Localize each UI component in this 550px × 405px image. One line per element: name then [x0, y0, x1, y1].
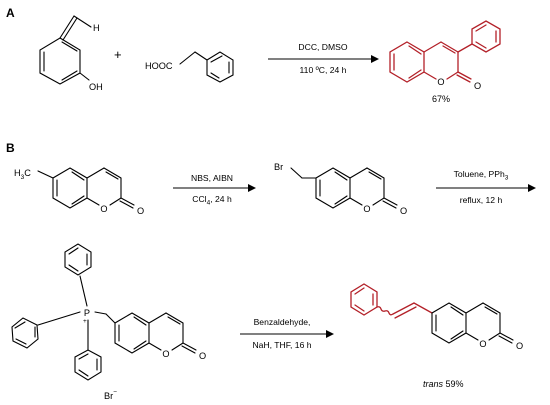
- bromide-counterion: Br−: [104, 389, 117, 401]
- reaction-arrow-a-head: [371, 55, 379, 63]
- sm-ring-oxygen: O: [100, 204, 107, 214]
- hydroxyl-label: OH: [89, 82, 103, 92]
- conditions-b3-top: Benzaldehyde,: [254, 317, 311, 327]
- reaction-arrow-b2-head: [528, 184, 536, 192]
- bromo-label: Br: [274, 162, 283, 172]
- reaction-arrow-b3-head: [326, 330, 334, 338]
- yield-b: trans 59%: [423, 379, 464, 389]
- phosphonium-salt: [11, 243, 197, 381]
- product-a-ring-oxygen: O: [437, 77, 444, 87]
- 3-phenylcoumarin-product: [389, 20, 501, 83]
- salt-ring-oxygen: O: [162, 349, 169, 359]
- panel-label-b: B: [6, 141, 15, 155]
- methyl-label: H3C: [14, 168, 31, 181]
- conditions-b2-bottom: reflux, 12 h: [460, 195, 503, 205]
- int1-ring-oxygen: O: [363, 204, 370, 214]
- panel-label-a: A: [6, 6, 15, 20]
- phosphorus-label: P+: [83, 308, 90, 325]
- reaction-arrow-b1-head: [248, 184, 256, 192]
- aldehyde-h-label: H: [93, 23, 100, 33]
- conditions-a-bottom: 110 ºC, 24 h: [300, 65, 347, 75]
- 6-methylcoumarin: [37, 167, 135, 209]
- salt-carbonyl-oxygen: O: [199, 351, 206, 361]
- 6-bromomethylcoumarin: [290, 167, 398, 209]
- conditions-b1-bottom: CCl4, 24 h: [192, 194, 232, 207]
- sm-carbonyl-oxygen: O: [137, 206, 144, 216]
- 6-styrylcoumarin-product: [350, 283, 514, 344]
- salicylaldehyde: [39, 15, 92, 85]
- phenylacetic-acid: [179, 51, 234, 83]
- product-b-ring-oxygen: O: [479, 339, 486, 349]
- conditions-a-top: DCC, DMSO: [298, 42, 347, 52]
- product-b-carbonyl-oxygen: O: [516, 341, 523, 351]
- conditions-b2-top: Toluene, PPh3: [454, 169, 509, 182]
- product-a-carbonyl-oxygen: O: [474, 81, 481, 91]
- carboxylic-acid-label: HOOC: [145, 61, 173, 71]
- plus-sign: +: [114, 47, 122, 62]
- conditions-b3-bottom: NaH, THF, 16 h: [252, 340, 311, 350]
- int1-carbonyl-oxygen: O: [400, 206, 407, 216]
- yield-a: 67%: [432, 94, 450, 104]
- conditions-b1-top: NBS, AIBN: [191, 173, 233, 183]
